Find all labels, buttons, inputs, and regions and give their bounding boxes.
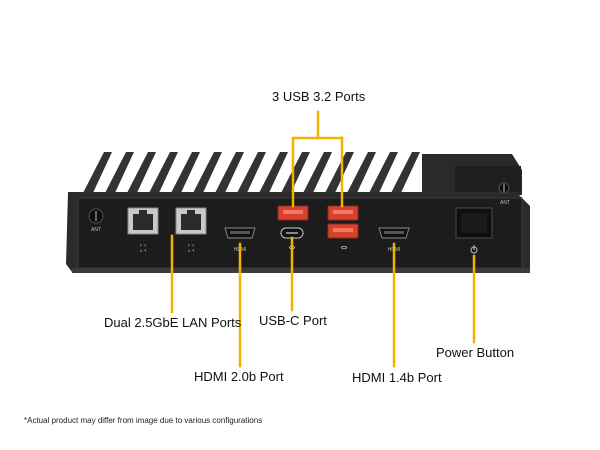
ant-right-text: ANT xyxy=(500,200,510,206)
usb-port-1 xyxy=(277,205,309,221)
usbc-port xyxy=(280,227,304,239)
usb-port-3 xyxy=(327,223,359,239)
label-hdmi14: HDMI 1.4b Port xyxy=(352,370,442,385)
heatsink-fins xyxy=(82,152,420,195)
lan-port-2: ⛶ xyxy=(175,207,207,254)
label-usb32: 3 USB 3.2 Ports xyxy=(272,89,366,104)
ant-left-text: ANT xyxy=(91,227,101,233)
usb-icon: ⇔ xyxy=(341,243,348,252)
label-usbc: USB-C Port xyxy=(259,313,327,328)
power-button xyxy=(455,207,493,254)
label-lan: Dual 2.5GbE LAN Ports xyxy=(104,315,242,330)
chassis-top-block-face xyxy=(455,166,521,192)
lan-1-icon: ⛶ xyxy=(139,243,147,254)
lan-port-1: ⛶ xyxy=(127,207,159,254)
usb-port-2 xyxy=(327,205,359,221)
callout-lines xyxy=(170,110,476,368)
chassis-bottom-edge xyxy=(72,268,530,273)
label-power: Power Button xyxy=(436,345,515,360)
lan-2-icon: ⛶ xyxy=(187,243,195,254)
antenna-left xyxy=(88,208,104,224)
label-hdmi20: HDMI 2.0b Port xyxy=(194,369,284,384)
hdmi-port-left xyxy=(224,227,256,239)
antenna-right xyxy=(498,182,510,194)
footnote: *Actual product may differ from image du… xyxy=(24,416,263,425)
hdmi-port-right xyxy=(378,227,410,239)
